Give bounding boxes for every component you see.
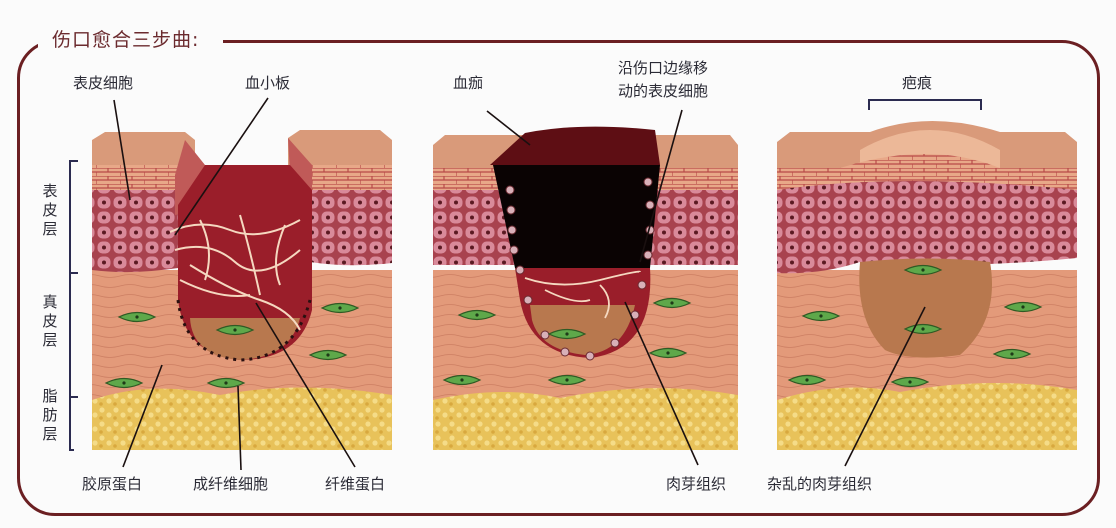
label-fat-layer: 脂肪层 [42,387,58,443]
panel-2-scab-formation [433,126,738,450]
panel-3-scar [777,121,1077,450]
label-platelets: 血小板 [245,74,291,92]
label-migrating-cells-1: 沿伤口边缘移 [618,59,709,77]
label-epidermis-layer: 表皮层 [42,182,58,238]
panel-1-fresh-wound [92,130,392,450]
label-fibrin: 纤维蛋白 [325,475,386,493]
diagram-frame [17,40,1100,516]
label-disordered-granulation: 杂乱的肉芽组织 [767,475,873,493]
title-mask [38,24,223,58]
label-dermis-layer: 真皮层 [42,293,58,349]
label-migrating-cells-2: 动的表皮细胞 [618,82,709,100]
scar-bracket [868,99,982,110]
label-collagen: 胶原蛋白 [82,475,143,493]
label-fibroblasts: 成纤维细胞 [193,475,269,493]
label-granulation: 肉芽组织 [666,475,727,493]
label-scab: 血痂 [453,74,484,92]
layer-bracket [69,160,78,451]
label-scar: 疤痕 [902,74,933,92]
leader-lines [113,97,926,471]
label-epidermal-cells: 表皮细胞 [73,74,134,92]
diagram-title: 伤口愈合三步曲: [52,29,200,51]
